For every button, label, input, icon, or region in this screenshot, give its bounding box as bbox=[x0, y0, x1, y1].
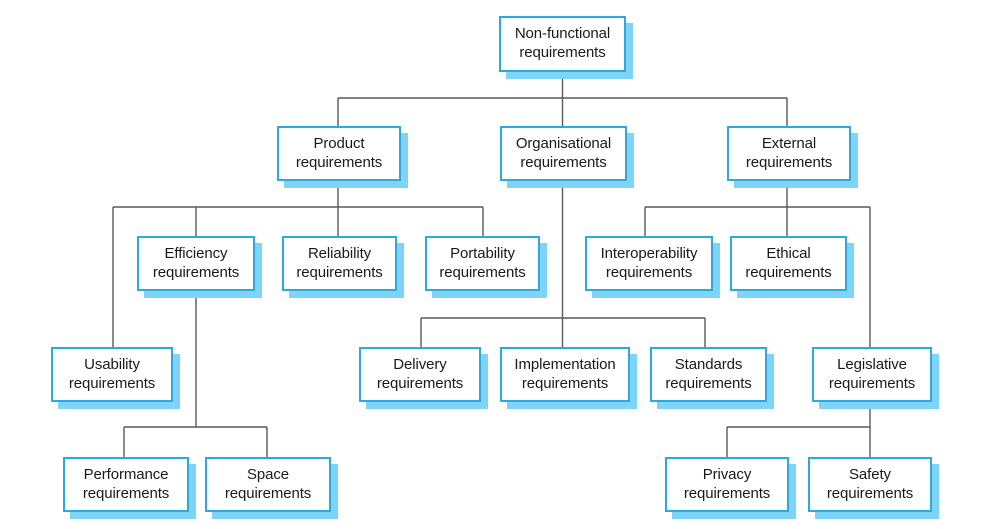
node-label-reliability: Reliability requirements bbox=[296, 244, 383, 281]
node-label-delivery: Delivery requirements bbox=[376, 355, 464, 392]
node-label-privacy: Privacy requirements bbox=[683, 465, 771, 502]
node-implementation[interactable]: Implementation requirements bbox=[500, 347, 630, 402]
node-label-space: Space requirements bbox=[224, 465, 312, 502]
node-legislative[interactable]: Legislative requirements bbox=[812, 347, 932, 402]
node-delivery[interactable]: Delivery requirements bbox=[359, 347, 481, 402]
node-efficiency[interactable]: Efficiency requirements bbox=[137, 236, 255, 291]
node-ethical[interactable]: Ethical requirements bbox=[730, 236, 847, 291]
node-label-legislative: Legislative requirements bbox=[828, 355, 916, 392]
node-standards[interactable]: Standards requirements bbox=[650, 347, 767, 402]
node-label-non-functional: Non-functional requirements bbox=[514, 25, 611, 61]
node-external[interactable]: External requirements bbox=[727, 126, 851, 181]
node-privacy[interactable]: Privacy requirements bbox=[665, 457, 789, 512]
node-label-standards: Standards requirements bbox=[665, 355, 752, 392]
node-interoperability[interactable]: Interoperability requirements bbox=[585, 236, 713, 291]
node-label-safety: Safety requirements bbox=[826, 465, 914, 502]
node-label-ethical: Ethical requirements bbox=[745, 244, 832, 281]
node-label-organisational: Organisational requirements bbox=[515, 134, 612, 171]
node-space[interactable]: Space requirements bbox=[205, 457, 331, 512]
node-label-interoperability: Interoperability requirements bbox=[600, 244, 698, 281]
node-performance[interactable]: Performance requirements bbox=[63, 457, 189, 512]
node-organisational[interactable]: Organisational requirements bbox=[500, 126, 627, 181]
node-reliability[interactable]: Reliability requirements bbox=[282, 236, 397, 291]
node-usability[interactable]: Usability requirements bbox=[51, 347, 173, 402]
node-label-portability: Portability requirements bbox=[439, 244, 526, 281]
node-label-performance: Performance requirements bbox=[82, 465, 170, 502]
node-safety[interactable]: Safety requirements bbox=[808, 457, 932, 512]
node-non-functional[interactable]: Non-functional requirements bbox=[499, 16, 626, 72]
node-product[interactable]: Product requirements bbox=[277, 126, 401, 181]
node-label-external: External requirements bbox=[745, 134, 833, 171]
node-portability[interactable]: Portability requirements bbox=[425, 236, 540, 291]
node-label-usability: Usability requirements bbox=[68, 355, 156, 392]
node-label-implementation: Implementation requirements bbox=[514, 355, 616, 392]
node-label-product: Product requirements bbox=[295, 134, 383, 171]
node-label-efficiency: Efficiency requirements bbox=[152, 244, 240, 281]
